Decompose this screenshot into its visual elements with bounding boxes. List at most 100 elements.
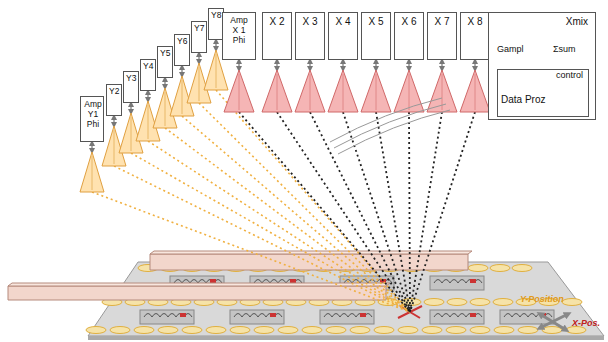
pad — [374, 327, 394, 334]
pad — [350, 327, 370, 334]
antenna-axis — [148, 105, 149, 139]
double-arrow — [474, 61, 475, 69]
amp-phase-box: Amp X 1 Phi — [222, 12, 256, 60]
box-label: Amp Y1 Phi — [84, 100, 102, 129]
pad — [470, 327, 490, 334]
box-label: Y2 — [109, 87, 119, 97]
marker — [470, 313, 476, 317]
antenna-axis — [343, 74, 344, 110]
antenna-axis — [277, 74, 278, 110]
amp-phase-box: Y6 — [174, 34, 190, 66]
double-arrow — [181, 67, 182, 75]
amp-phase-box: Y3 — [123, 71, 139, 103]
box-label: Y7 — [194, 24, 204, 34]
amp-phase-box: X 4 — [328, 12, 358, 60]
double-arrow — [441, 61, 442, 69]
pad — [134, 327, 154, 334]
double-arrow — [342, 61, 343, 69]
double-arrow — [408, 61, 409, 69]
antenna-axis — [131, 117, 132, 151]
pad — [512, 265, 532, 272]
box-label: X 4 — [332, 16, 354, 28]
pad — [422, 327, 442, 334]
trace — [174, 280, 222, 284]
box-label: Y5 — [160, 49, 170, 59]
beam-ray — [131, 153, 410, 312]
marker — [290, 279, 296, 283]
axis-label: X-Pos. — [572, 318, 600, 328]
double-arrow — [198, 54, 199, 62]
beam-ray — [182, 116, 410, 312]
horn-antenna — [394, 70, 424, 112]
pad — [254, 327, 274, 334]
antenna-axis — [376, 74, 377, 110]
pad — [447, 299, 467, 306]
pad — [424, 299, 444, 306]
marker — [360, 313, 366, 317]
double-arrow — [309, 61, 310, 69]
box-label: Xmix — [492, 16, 592, 28]
marker — [180, 313, 186, 317]
scan-beams — [8, 251, 472, 300]
beam-ray — [148, 141, 410, 312]
antenna-axis — [114, 130, 115, 164]
beam-ray — [216, 90, 410, 312]
pad — [562, 299, 582, 306]
amp-phase-box: X 5 — [361, 12, 391, 60]
marker — [470, 279, 476, 283]
double-arrow — [375, 61, 376, 69]
pad — [230, 327, 250, 334]
horn-antenna — [80, 152, 104, 192]
pad — [110, 327, 130, 334]
antenna-axis — [409, 74, 410, 110]
beam-ray — [92, 192, 410, 312]
trace — [434, 280, 482, 284]
box-label: Y4 — [143, 62, 153, 72]
horn-antenna — [460, 70, 490, 112]
marker — [270, 313, 276, 317]
horn-antenna — [224, 70, 254, 112]
amp-phase-box: Y4 — [140, 59, 156, 91]
pad — [398, 327, 418, 334]
antenna-axis — [310, 74, 311, 110]
beam-ray — [114, 166, 410, 312]
pad — [542, 327, 562, 334]
amp-phase-box: Y7 — [191, 21, 207, 53]
amp-phase-box: Y2 — [106, 84, 122, 116]
signal-label: control — [556, 70, 583, 80]
antenna-axis — [182, 80, 183, 114]
double-arrow — [215, 41, 216, 49]
double-arrow — [113, 117, 114, 125]
beam-rays — [92, 90, 475, 312]
antenna-axis — [216, 54, 217, 88]
chip — [140, 310, 194, 324]
chip — [320, 310, 374, 324]
trace — [144, 314, 192, 318]
horn-antenna — [328, 70, 358, 112]
antennas — [80, 41, 490, 192]
trace — [434, 314, 482, 318]
antenna-axis — [475, 74, 476, 110]
beam-ray — [376, 112, 410, 312]
box-label: X 6 — [398, 16, 420, 28]
signal-label: Σsum — [553, 44, 576, 54]
trace — [254, 280, 302, 284]
pad — [518, 327, 538, 334]
beam-ray — [277, 112, 410, 312]
chip — [430, 310, 484, 324]
amp-phase-box: X 3 — [295, 12, 325, 60]
antenna-axis — [92, 156, 93, 190]
antenna-axis — [199, 67, 200, 101]
amp-phase-box: X 7 — [427, 12, 457, 60]
horn-antenna — [427, 70, 457, 112]
pad — [182, 327, 202, 334]
box-label: X 8 — [464, 16, 486, 28]
beam-ray — [310, 112, 410, 312]
box-label: Amp X 1 Phi — [230, 16, 248, 45]
double-arrow — [276, 61, 277, 69]
box-label: Y8 — [211, 11, 221, 21]
box-label: X 3 — [299, 16, 321, 28]
pad — [158, 327, 178, 334]
axis-label: Y-Position — [520, 294, 564, 304]
